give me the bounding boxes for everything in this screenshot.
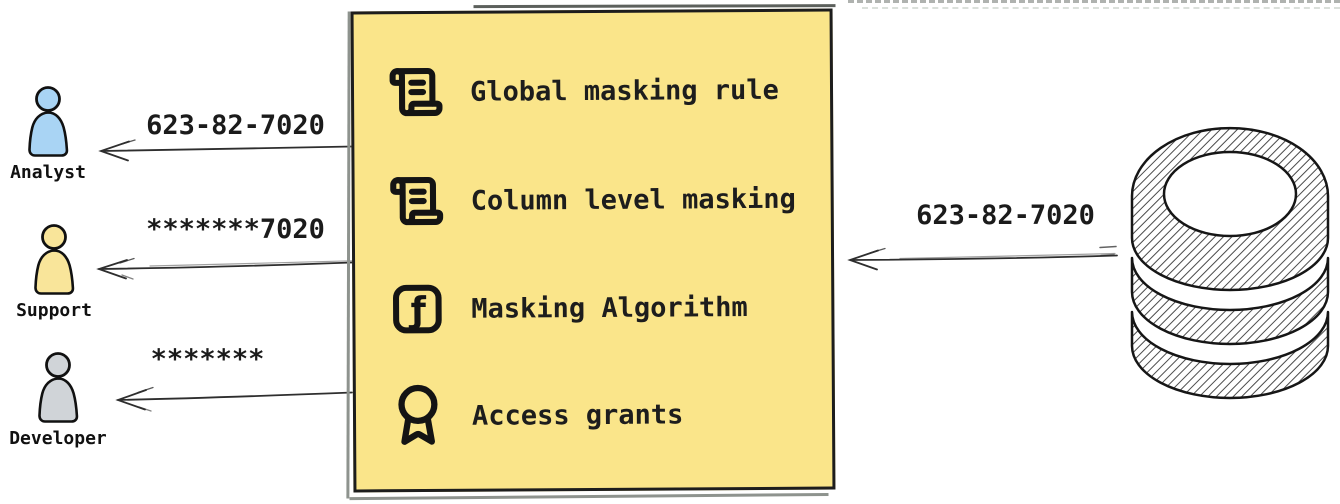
function-square-icon: ƒ — [388, 280, 446, 338]
arrow-db-to-box — [847, 245, 1118, 271]
masking-box-item-column-level: Column level masking — [388, 169, 796, 231]
arrow-to-analyst — [98, 139, 353, 162]
persona-support: Support — [6, 224, 102, 321]
scroll-text-icon — [387, 64, 445, 120]
masking-item-label: Global masking rule — [469, 74, 779, 108]
persona-label: Support — [16, 300, 92, 321]
value-to-developer: ******* — [150, 344, 265, 375]
arrow-to-developer — [115, 386, 353, 412]
value-to-analyst: 623-82-7020 — [146, 110, 325, 141]
cropped-dashed-line-shadow — [862, 7, 1340, 9]
arrow-to-support — [96, 257, 353, 280]
person-icon — [34, 224, 75, 295]
persona-analyst: Analyst — [0, 86, 96, 183]
value-to-support: *******7020 — [146, 214, 325, 245]
svg-text:ƒ: ƒ — [409, 290, 427, 331]
masking-item-label: Column level masking — [470, 183, 796, 217]
masking-box-item-global-rule: Global masking rule — [387, 60, 779, 122]
value-from-database: 623-82-7020 — [916, 200, 1095, 231]
persona-label: Developer — [9, 428, 107, 449]
sketch-stroke — [473, 4, 836, 8]
award-icon — [389, 384, 447, 448]
persona-developer: Developer — [3, 352, 113, 449]
masking-box-item-algorithm: ƒ Masking Algorithm — [388, 277, 748, 339]
masking-box-item-access-grants: Access grants — [389, 384, 684, 446]
person-icon — [28, 86, 69, 157]
masking-item-label: Access grants — [471, 398, 684, 432]
masking-item-label: Masking Algorithm — [471, 291, 748, 325]
person-icon — [38, 352, 79, 423]
masking-rules-box: Global masking rule Column level masking… — [350, 4, 836, 493]
scroll-text-icon — [388, 173, 446, 229]
persona-label: Analyst — [10, 162, 86, 183]
cropped-dashed-line — [848, 0, 1340, 3]
database-icon — [1130, 126, 1330, 400]
